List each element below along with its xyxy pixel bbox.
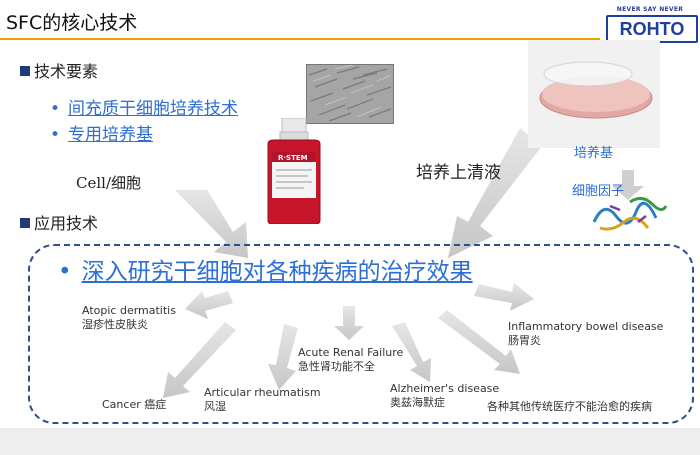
cell-label: Cell/细胞 (76, 174, 142, 192)
arrow-other (438, 310, 520, 374)
disease-ibd: Inflammatory bowel disease 肠胃炎 (508, 320, 663, 348)
page-title: SFC的核心技术 (6, 12, 138, 34)
arrow-renal (334, 306, 364, 340)
application-box (28, 244, 694, 424)
title-rule (0, 38, 600, 40)
dish-label: 培养基 (574, 146, 614, 161)
disease-renal-en: Acute Renal Failure (298, 346, 404, 359)
arrow-arthritis (268, 324, 298, 390)
cytokine-label: 细胞因子 (572, 184, 625, 199)
bullet-dot-icon: • (50, 125, 61, 145)
disease-other: 各种其他传统医疗不能治愈的疾病 (487, 400, 652, 413)
footer-band (0, 428, 700, 455)
tech-item-medium-label: 专用培养基 (68, 125, 154, 145)
disease-renal-cn: 急性肾功能不全 (298, 360, 375, 373)
cell-micrograph-image (306, 64, 394, 124)
bullet-dot-icon: • (58, 259, 72, 285)
section-tech: 技术要素 (20, 58, 98, 82)
big-arrow-right (448, 128, 542, 258)
square-bullet-icon (20, 218, 30, 228)
bullet-dot-icon: • (50, 99, 61, 119)
section-apply: 应用技术 (20, 210, 98, 234)
logo-brand: ROHTO (606, 15, 698, 43)
disease-arthritis: Articular rheumatism 风湿 (204, 386, 321, 414)
tech-item-medium[interactable]: • 专用培养基 (50, 120, 175, 145)
tech-item-msc[interactable]: • 间充质干细胞培养技术 (50, 94, 238, 119)
disease-ibd-en: Inflammatory bowel disease (508, 320, 664, 333)
disease-ibd-cn: 肠胃炎 (508, 334, 541, 347)
arrow-alz (392, 322, 431, 382)
headline-item[interactable]: • 深入研究干细胞对各种疾病的治疗效果 (58, 252, 473, 286)
medium-bottle-image: R·STEM (267, 118, 321, 224)
disease-arthritis-en: Articular rheumatism (204, 386, 321, 399)
square-bullet-icon (20, 66, 30, 76)
tech-item-msc-label: 间充质干细胞培养技术 (68, 99, 239, 119)
disease-cancer: Cancer 癌症 (102, 398, 167, 411)
headline-text: 深入研究干细胞对各种疾病的治疗效果 (81, 259, 473, 285)
disease-alz-en: Alzheimer's disease (390, 382, 500, 395)
supernatant-label: 培养上清液 (416, 163, 501, 183)
disease-alzheimers: Alzheimer's disease 奥兹海默症 (390, 382, 499, 410)
protein-structure-image (592, 197, 668, 231)
disease-arthritis-cn: 风湿 (204, 400, 226, 413)
section-apply-label: 应用技术 (34, 214, 99, 233)
arrow-ibd (474, 283, 534, 311)
disease-alz-cn: 奥兹海默症 (390, 396, 445, 409)
rohto-logo: NEVER SAY NEVER ROHTO (604, 6, 698, 44)
section-tech-label: 技术要素 (34, 62, 99, 81)
bottle-brand-text: R·STEM (278, 154, 308, 162)
cytokine-arrow (612, 170, 644, 200)
arrow-atopic (185, 291, 233, 319)
arrow-cancer (163, 322, 236, 398)
disease-atopic-en: Atopic dermatitis (82, 304, 176, 317)
disease-renal: Acute Renal Failure 急性肾功能不全 (298, 346, 403, 374)
petri-dish-image (528, 40, 660, 148)
disease-atopic-cn: 湿疹性皮肤炎 (82, 318, 148, 331)
logo-tagline: NEVER SAY NEVER (616, 6, 684, 13)
big-arrow-left (175, 190, 248, 258)
disease-atopic: Atopic dermatitis 湿疹性皮肤炎 (82, 304, 176, 332)
